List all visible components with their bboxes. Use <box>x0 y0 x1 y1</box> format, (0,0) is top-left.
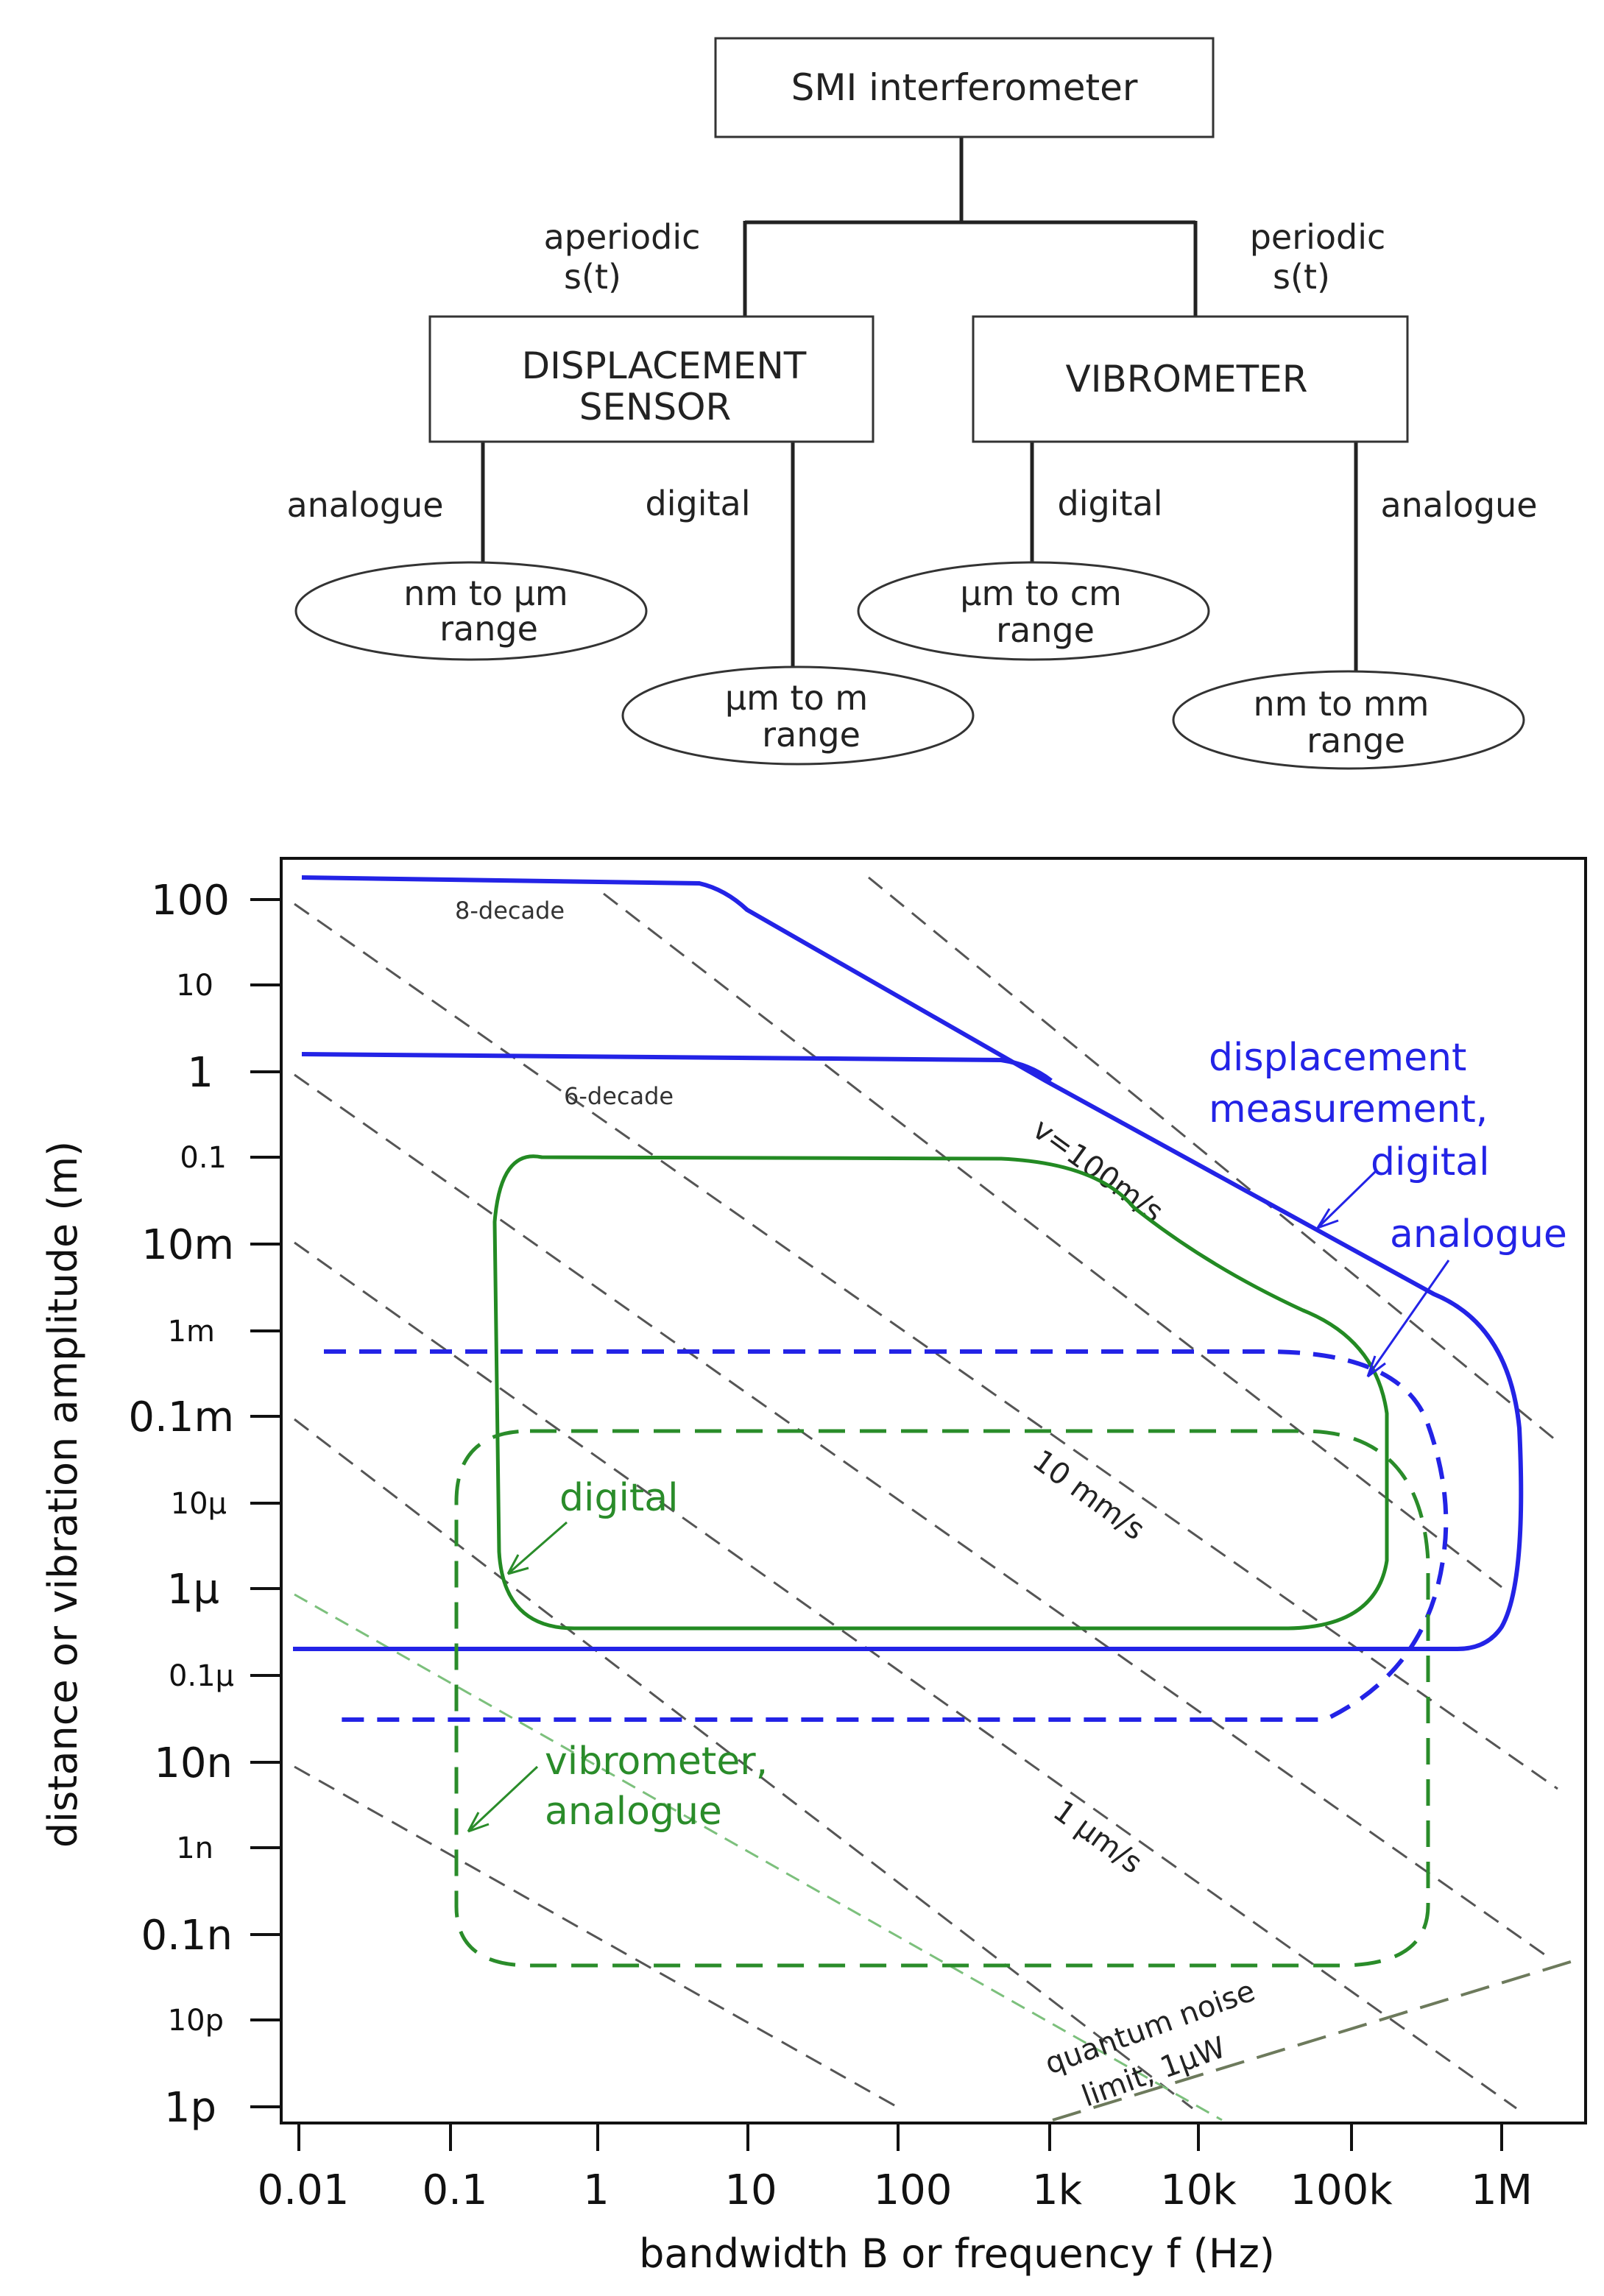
branch-left-line1: aperiodic <box>544 217 701 257</box>
plot-frame <box>280 857 1587 2124</box>
label-analogue-blue: analogue <box>1390 1212 1567 1257</box>
leaf-rl-line2: range <box>996 610 1095 650</box>
iso-label-1ums: 1 µm/s <box>1047 1794 1148 1881</box>
leaf-lr-line1: µm to m <box>725 678 868 718</box>
rl-label: digital <box>1058 484 1163 523</box>
displacement-sensor-line2: SENSOR <box>579 386 732 428</box>
label-vibrometer-line2: analogue <box>545 1790 722 1834</box>
x-axis-title: bandwidth B or frequency f (Hz) <box>639 2230 1275 2277</box>
x-label-0: 0.01 <box>258 2166 350 2214</box>
leaf-rr-line1: nm to mm <box>1253 684 1429 724</box>
iso-label-10mms: 10 mm/s <box>1026 1444 1151 1547</box>
iso-line-1 <box>868 876 1560 1444</box>
y-label-14: 1p <box>164 2084 216 2132</box>
x-label-4: 100 <box>874 2166 953 2214</box>
lr-label: digital <box>646 484 751 523</box>
label-displacement-line3: digital <box>1371 1140 1490 1184</box>
branch-right-line2: s(t) <box>1273 257 1330 297</box>
ll-label: analogue <box>286 485 443 525</box>
label-displacement-line1: displacement <box>1209 1036 1466 1080</box>
arrow-displacement <box>1316 1169 1378 1229</box>
displacement-sensor-box <box>428 315 875 443</box>
vibrometer-box <box>972 315 1409 443</box>
y-label-1: 10 <box>176 969 213 1003</box>
x-axis: 0.01 0.1 1 10 100 1k 10k 100k 1M <box>258 2123 1533 2214</box>
iso-line-6 <box>294 1418 1193 2110</box>
displacement-sensor-line1: DISPLACEMENT <box>522 345 807 387</box>
leaf-rr-line2: range <box>1307 721 1405 760</box>
arrow-digital-green <box>506 1521 568 1575</box>
y-label-12: 0.1n <box>141 1912 233 1960</box>
leaf-rl <box>857 561 1210 661</box>
y-axis: 100 10 1 0.1 10m 1m 0.1m 10µ 1µ 0.1µ 10n… <box>128 877 281 2132</box>
arrow-analogue-blue <box>1366 1260 1450 1378</box>
x-label-8: 1M <box>1471 2166 1533 2214</box>
iso-lines <box>294 876 1560 2122</box>
leaf-ll-line1: nm to µm <box>403 573 568 613</box>
root-label: SMI interferometer <box>791 66 1138 109</box>
leaf-ll <box>294 561 648 661</box>
iso-line-3 <box>294 902 1558 1790</box>
quantum-noise-line <box>1052 1957 1583 2122</box>
label-displacement-line2: measurement, <box>1209 1087 1488 1131</box>
leaf-ll-line2: range <box>439 609 538 649</box>
root-box <box>714 37 1215 138</box>
iso-label-8-decade: 8-decade <box>455 897 565 925</box>
iso-line-7 <box>294 1765 900 2110</box>
y-label-0: 100 <box>151 877 230 925</box>
x-label-1: 0.1 <box>422 2166 487 2214</box>
y-label-7: 10µ <box>171 1487 227 1521</box>
arrow-vibrometer <box>467 1765 539 1833</box>
branch-left-line2: s(t) <box>564 257 621 297</box>
iso-label-6-decade: 6-decade <box>564 1082 674 1110</box>
iso-line-4 <box>294 1073 1552 1961</box>
leaf-rr <box>1172 670 1525 770</box>
iso-label-100ms: v=100m/s <box>1026 1112 1169 1229</box>
iso-line-5 <box>294 1241 1517 2110</box>
y-label-8: 1µ <box>167 1566 219 1614</box>
region-displacement-analogue <box>324 1349 1449 1722</box>
green-iso-line <box>294 1593 1223 2122</box>
y-label-3: 0.1 <box>180 1141 227 1175</box>
tree-diagram: SMI interferometer aperiodic s(t) period… <box>286 37 1538 770</box>
x-label-5: 1k <box>1032 2166 1083 2214</box>
y-label-5: 1m <box>168 1315 215 1349</box>
region-displacement-6-decade <box>301 1052 1053 1083</box>
y-axis-title: distance or vibration amplitude (m) <box>40 1141 86 1848</box>
x-label-6: 10k <box>1160 2166 1237 2214</box>
y-label-10: 10n <box>154 1739 233 1787</box>
y-label-6: 0.1m <box>128 1394 234 1441</box>
label-digital-green: digital <box>559 1476 679 1520</box>
leaf-rl-line1: µm to cm <box>960 573 1122 613</box>
region-vibrometer-analogue <box>454 1429 1430 1968</box>
y-label-13: 10p <box>168 2004 224 2038</box>
leaf-lr <box>621 665 975 766</box>
x-label-3: 10 <box>724 2166 777 2214</box>
iso-line-2 <box>603 892 1502 1589</box>
x-label-2: 1 <box>583 2166 610 2214</box>
y-label-4: 10m <box>141 1221 234 1269</box>
y-label-2: 1 <box>187 1049 213 1097</box>
label-vibrometer-line1: vibrometer, <box>545 1739 768 1784</box>
leaf-lr-line2: range <box>762 715 861 755</box>
chart: 8-decade 6-decade v=100m/s 10 mm/s 1 µm/… <box>40 857 1587 2277</box>
rr-label: analogue <box>1380 485 1537 525</box>
y-label-9: 0.1µ <box>169 1659 234 1693</box>
branch-right-line1: periodic <box>1250 217 1386 257</box>
x-label-7: 100k <box>1290 2166 1393 2214</box>
vibrometer-label: VIBROMETER <box>1066 358 1308 400</box>
region-vibrometer-digital <box>492 1154 1389 1631</box>
region-displacement-digital <box>293 875 1524 1651</box>
y-label-11: 1n <box>176 1831 213 1865</box>
